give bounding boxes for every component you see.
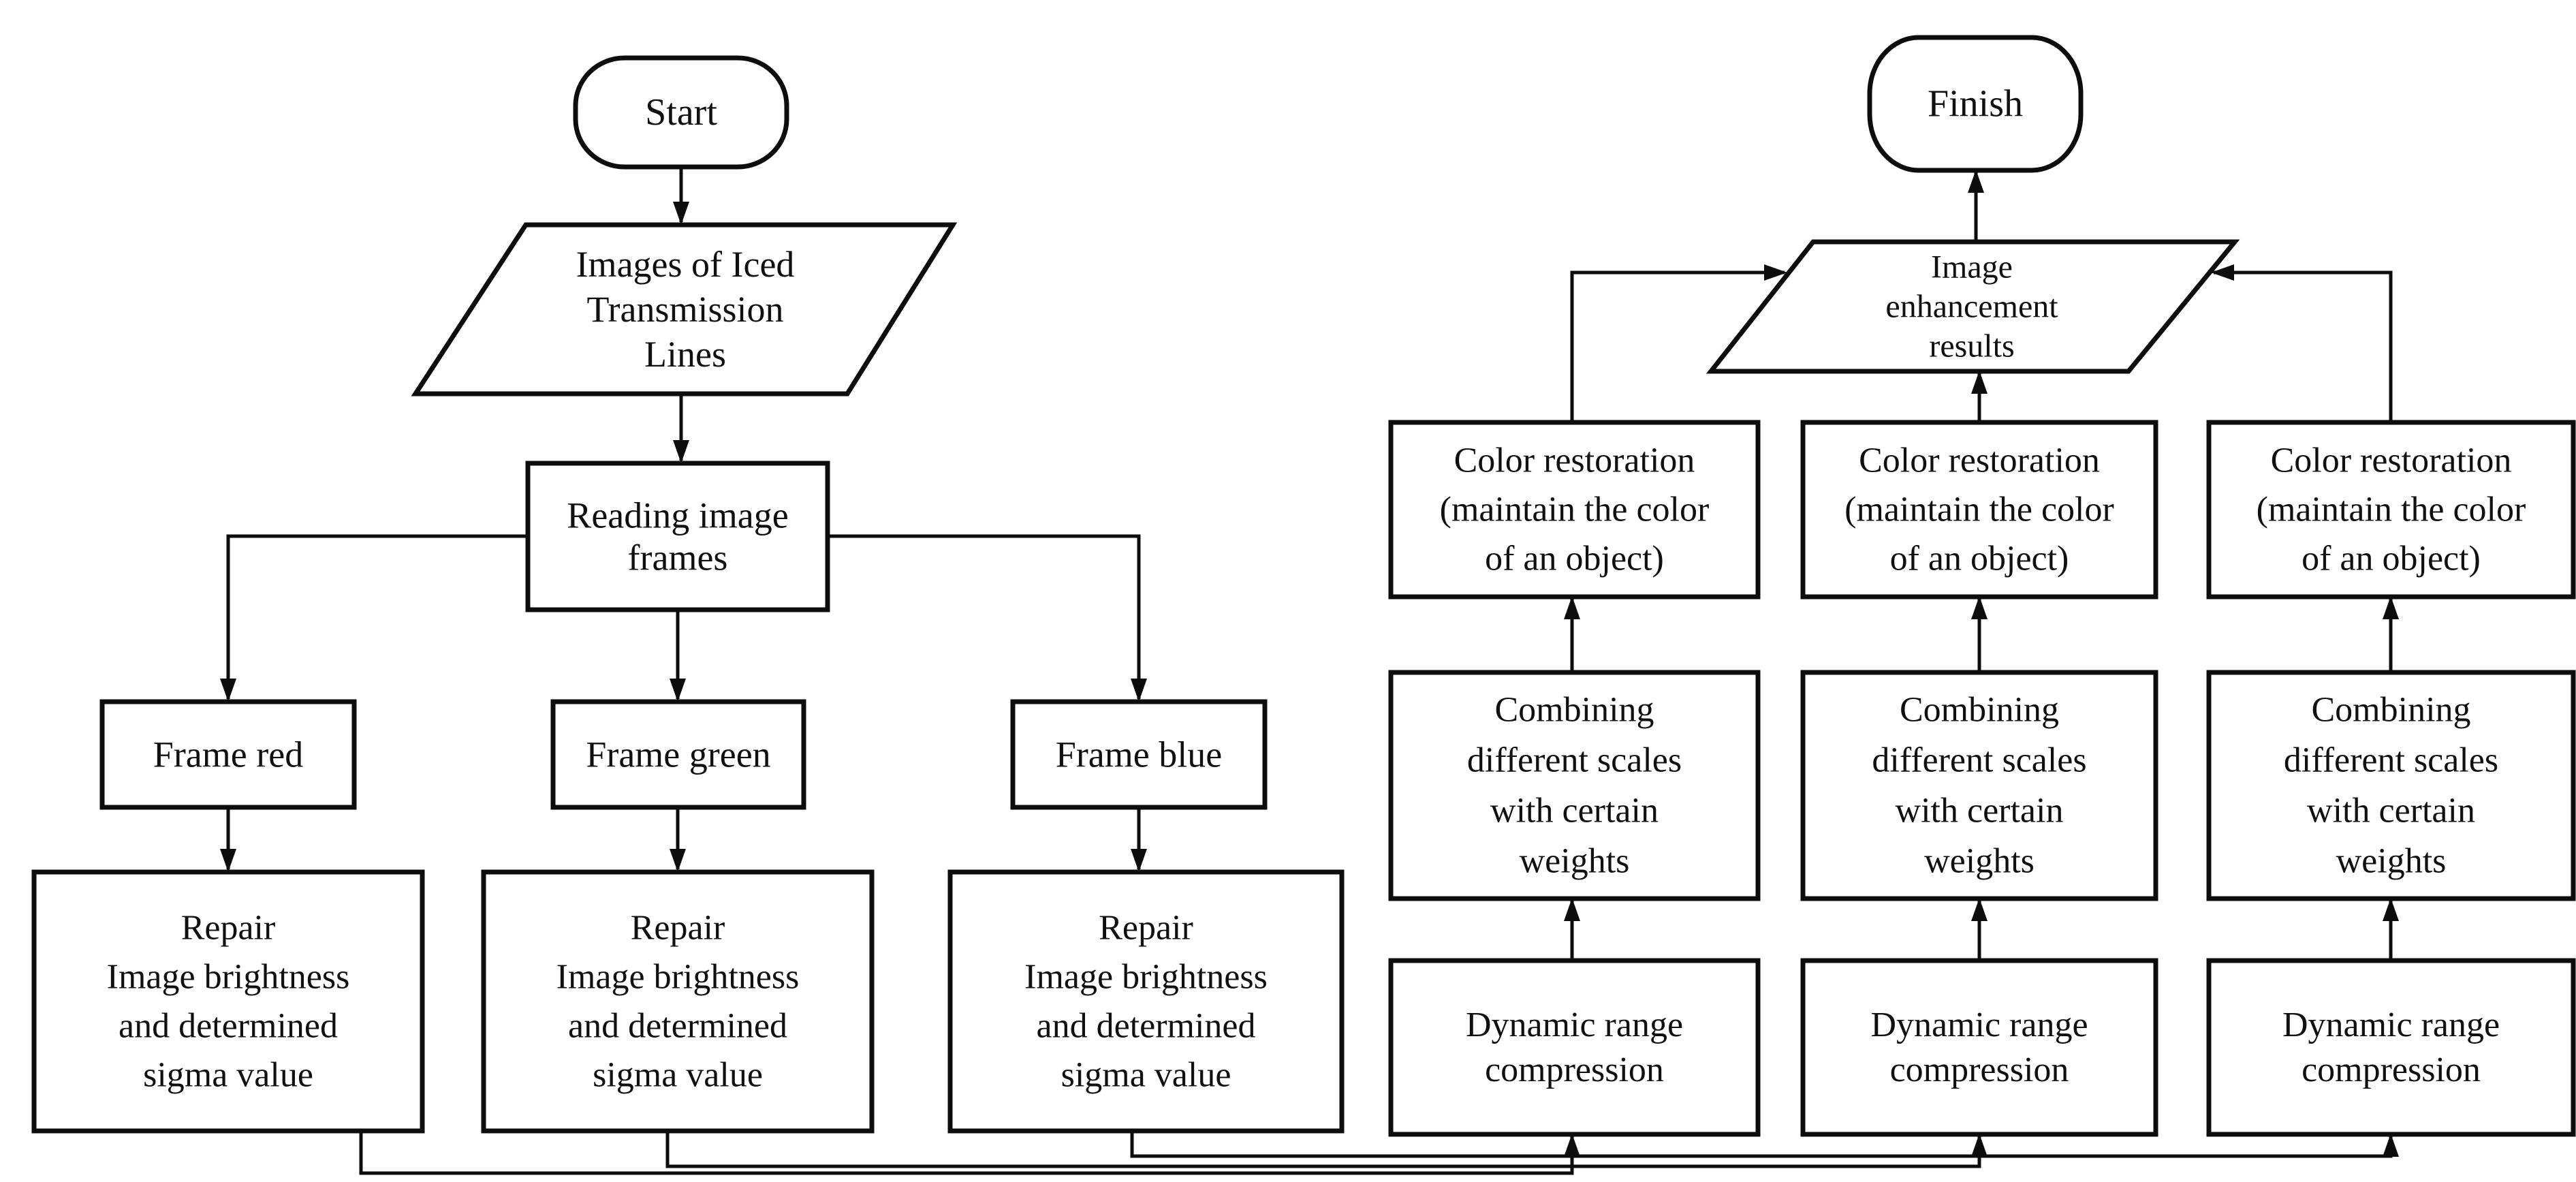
combine-2-label-line-4: weights xyxy=(1924,842,2035,881)
frame-red-shape xyxy=(99,699,357,810)
dynamic-1-label-line-1: Dynamic range xyxy=(1466,1006,1683,1044)
color-2-shape xyxy=(1800,420,2158,600)
enhancement-results-shape xyxy=(1706,239,2240,374)
node-frame-red: Frame red xyxy=(99,699,357,810)
repair-red-label-line-2: Image brightness xyxy=(107,958,350,997)
enhancement-results-label-line-2: enhancement xyxy=(1885,289,2058,325)
dynamic-2-label-line-2: compression xyxy=(1890,1051,2069,1089)
repair-red-label-line-4: sigma value xyxy=(143,1056,313,1095)
enhancement-results-label-line-3: results xyxy=(1929,328,2014,364)
node-combine-1: Combining different scales with certain wei… xyxy=(1388,670,1761,901)
combine-1-label-line-1: Combining xyxy=(1494,691,1654,730)
node-finish: Finish xyxy=(1867,35,2084,173)
frame-green-label-line-1: Frame green xyxy=(586,734,770,775)
combine-3-label-line-1: Combining xyxy=(2311,691,2470,730)
frame-red-label-line-1: Frame red xyxy=(153,734,303,775)
node-dynamic-3: Dynamic range compression xyxy=(2206,958,2576,1137)
color-3-shape xyxy=(2206,420,2576,600)
edge-repair-green-to-dynamic-2 xyxy=(665,1131,1988,1168)
repair-green-label-line-4: sigma value xyxy=(593,1056,763,1095)
node-frame-green: Frame green xyxy=(550,699,806,810)
repair-green-shape xyxy=(481,869,875,1134)
combine-3-label-line-3: with certain xyxy=(2307,792,2475,830)
repair-green-label-line-3: and determined xyxy=(568,1007,787,1046)
dynamic-1-shape xyxy=(1388,958,1761,1137)
enhancement-results-label-line-1: Image xyxy=(1931,249,2013,285)
node-dynamic-1: Dynamic range compression xyxy=(1388,958,1761,1137)
dynamic-3-label-line-1: Dynamic range xyxy=(2282,1006,2500,1044)
dynamic-2-label-line-1: Dynamic range xyxy=(1870,1006,2088,1044)
reading-frames-label-line-2: frames xyxy=(628,538,728,578)
edge-color-3-to-results xyxy=(2211,264,2393,422)
combine-3-label-line-4: weights xyxy=(2336,842,2447,881)
start-label-line-1: Start xyxy=(645,91,717,134)
iced-images-label-line-3: Lines xyxy=(644,334,726,375)
frame-blue-label-line-1: Frame blue xyxy=(1056,734,1222,775)
color-2-label-line-1: Color restoration xyxy=(1859,441,2100,480)
node-color-1: Color restoration (maintain the color of a… xyxy=(1388,420,1761,600)
combine-1-label-line-4: weights xyxy=(1520,842,1630,881)
combine-3-shape xyxy=(2206,670,2576,901)
iced-images-shape xyxy=(411,222,958,396)
repair-blue-label-line-1: Repair xyxy=(1099,909,1193,948)
iced-images-label-line-2: Transmission xyxy=(586,289,783,330)
dynamic-1-label-line-2: compression xyxy=(1485,1051,1664,1089)
repair-red-shape xyxy=(31,869,425,1134)
node-color-3: Color restoration (maintain the color of a… xyxy=(2206,420,2576,600)
dynamic-3-label-line-2: compression xyxy=(2302,1051,2481,1089)
combine-1-label-line-3: with certain xyxy=(1490,792,1659,830)
edge-repair-blue-to-dynamic-3 xyxy=(1130,1131,2399,1158)
combine-2-label-line-3: with certain xyxy=(1896,792,2064,830)
combine-3-label-line-2: different scales xyxy=(2284,741,2498,780)
color-3-label-line-2: (maintain the color xyxy=(2257,491,2526,529)
repair-red-label-line-1: Repair xyxy=(181,909,276,948)
edge-color-1-to-results xyxy=(1570,264,1787,422)
node-frame-blue: Frame blue xyxy=(1010,699,1268,810)
finish-label-line-1: Finish xyxy=(1928,83,2023,125)
repair-blue-label-line-2: Image brightness xyxy=(1024,958,1268,997)
frame-green-shape xyxy=(550,699,806,810)
color-1-label-line-1: Color restoration xyxy=(1454,441,1695,480)
node-dynamic-2: Dynamic range compression xyxy=(1800,958,2158,1137)
repair-green-label-line-1: Repair xyxy=(631,909,725,948)
repair-blue-label-line-3: and determined xyxy=(1037,1007,1256,1046)
repair-red-label-line-3: and determined xyxy=(119,1007,338,1046)
reading-frames-label-line-1: Reading image xyxy=(567,495,788,536)
color-1-label-line-2: (maintain the color xyxy=(1440,491,1710,529)
finish-shape xyxy=(1867,35,2084,173)
start-shape xyxy=(573,55,789,170)
color-2-label-line-3: of an object) xyxy=(1890,540,2069,578)
color-1-label-line-3: of an object) xyxy=(1485,540,1664,578)
color-3-label-line-3: of an object) xyxy=(2302,540,2481,578)
color-1-shape xyxy=(1388,420,1761,600)
repair-green-label-line-2: Image brightness xyxy=(556,958,800,997)
combine-2-shape xyxy=(1800,670,2158,901)
combine-1-label-line-2: different scales xyxy=(1467,741,1682,780)
combine-2-label-line-2: different scales xyxy=(1872,741,2086,780)
color-2-label-line-2: (maintain the color xyxy=(1844,491,2114,529)
edge-reading-to-frame-blue xyxy=(828,534,1147,702)
combine-2-label-line-1: Combining xyxy=(1900,691,2059,730)
repair-blue-shape xyxy=(947,869,1345,1134)
reading-frames-shape xyxy=(525,461,830,612)
node-color-2: Color restoration (maintain the color of a… xyxy=(1800,420,2158,600)
combine-1-shape xyxy=(1388,670,1761,901)
node-combine-2: Combining different scales with certain wei… xyxy=(1800,670,2158,901)
frame-blue-shape xyxy=(1010,699,1268,810)
color-3-label-line-1: Color restoration xyxy=(2271,441,2512,480)
iced-images-label-line-1: Images of Iced xyxy=(576,244,795,285)
node-start: Start xyxy=(573,55,789,170)
repair-blue-label-line-4: sigma value xyxy=(1061,1056,1231,1095)
dynamic-2-shape xyxy=(1800,958,2158,1137)
edge-reading-to-frame-red xyxy=(220,534,528,702)
dynamic-3-shape xyxy=(2206,958,2576,1137)
node-combine-3: Combining different scales with certain wei… xyxy=(2206,670,2576,901)
